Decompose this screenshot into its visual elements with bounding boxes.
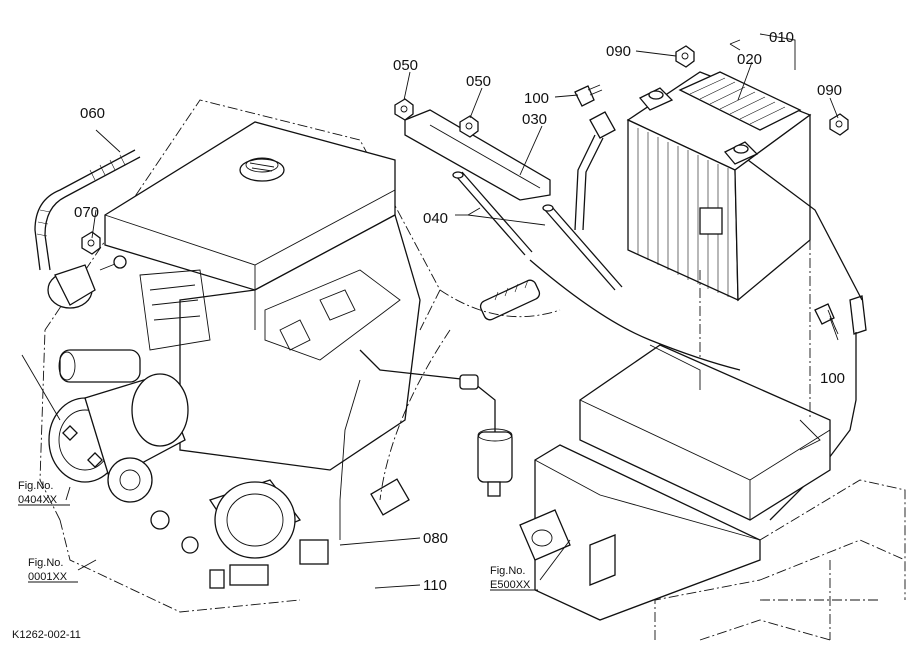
label-040: 040 [423,210,448,227]
label-030: 030 [522,111,547,128]
battery-010 [626,71,812,302]
starter-motor [48,349,189,483]
bolt-100-b [814,303,839,335]
fig-ref-0404-line2: 0404XX [18,494,58,506]
part-labels: 060 070 050 050 100 030 040 090 010 020 … [74,29,845,594]
fig-ref-0404-line1: Fig.No. [18,480,53,492]
label-050-a: 050 [393,57,418,74]
bolt-100-a [574,84,603,107]
label-020: 020 [737,51,762,68]
label-070: 070 [74,204,99,221]
fig-ref-0001-line2: 0001XX [28,571,68,583]
nut-090-b [829,113,849,136]
leader-lines [18,33,839,591]
engine-assembly [39,99,513,613]
battery-tray [519,344,831,621]
frame-outline [654,479,906,641]
figure-references: Fig.No. 0404XX Fig.No. 0001XX Fig.No. E5… [18,480,531,591]
label-100-b: 100 [820,370,845,387]
label-010: 010 [769,29,794,46]
label-090-a: 090 [606,43,631,60]
drawing-code: K1262-002-11 [12,629,81,641]
cable-060 [34,149,141,309]
label-110: 110 [423,577,447,594]
label-090-b: 090 [817,82,842,99]
fig-ref-e500-line2: E500XX [490,579,531,591]
oil-filter [208,479,302,559]
wingnut [479,279,541,321]
label-080: 080 [423,530,448,547]
nut-070 [81,231,101,255]
label-060: 060 [80,105,105,122]
cable-positive [529,111,741,371]
label-100-a: 100 [524,90,549,107]
nut-050-a [394,98,414,121]
fuel-filter [359,349,513,497]
fig-ref-e500-line1: Fig.No. [490,565,525,577]
label-050-b: 050 [466,73,491,90]
fig-ref-0001-line1: Fig.No. [28,557,63,569]
bracket-030 [404,109,551,201]
nut-090-a [675,45,695,68]
nut-050-b [459,115,479,138]
rod-040 [452,171,623,291]
